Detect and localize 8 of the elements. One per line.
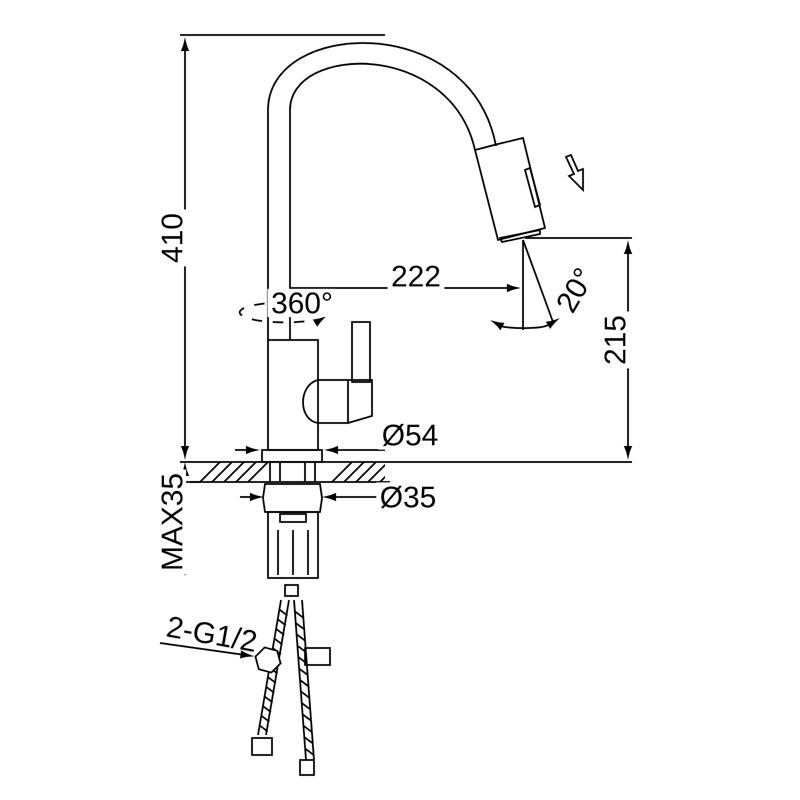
dimension-text: Ø54 <box>378 420 442 450</box>
dimension-text: 215 <box>600 312 630 368</box>
dimension-text: 222 <box>388 262 444 290</box>
dimension-text: 360° <box>268 288 336 318</box>
dimension-text: 20° <box>550 260 600 320</box>
dimension-text: MAX35 <box>158 470 186 574</box>
dimension-text: 410 <box>158 210 186 266</box>
dimension-text: Ø35 <box>376 482 440 512</box>
